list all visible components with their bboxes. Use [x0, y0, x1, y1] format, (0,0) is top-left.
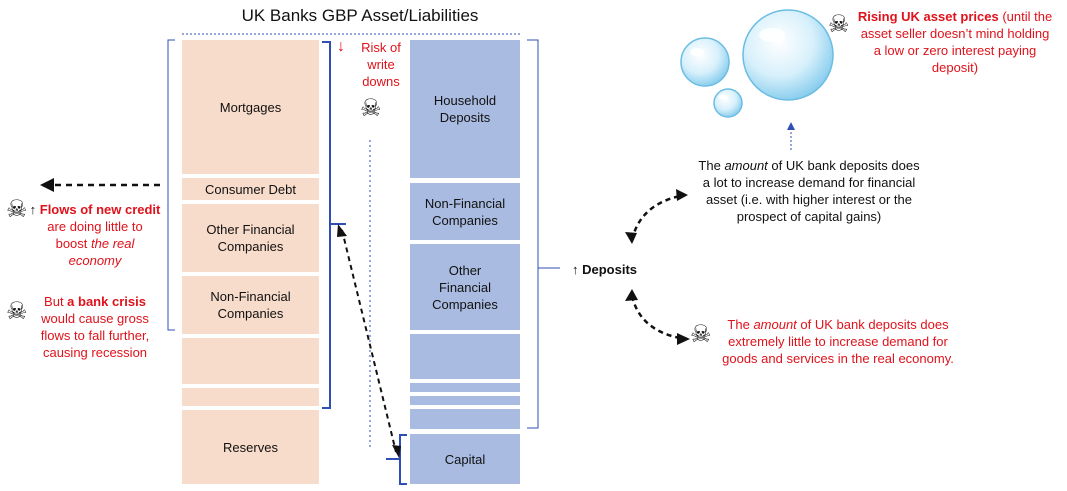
assets-bracket — [167, 39, 175, 331]
financial-asset-note: The amount of UK bank deposits does a lo… — [693, 157, 925, 225]
liability-non-financial: Non-Financial Companies — [410, 183, 520, 240]
skull-icon: ☠ — [6, 297, 28, 325]
asset-mortgages-label: Mortgages — [219, 99, 282, 115]
liability-other-financial-label: Other Financial Companies — [432, 262, 498, 312]
skull-icon: ☠ — [360, 94, 382, 122]
asset-non-financial: Non-Financial Companies — [182, 276, 319, 334]
crisis-note-a: But — [44, 294, 68, 309]
liability-household-label: Household Deposits — [433, 93, 497, 125]
top-note-4: deposit) — [931, 60, 979, 75]
bottom-note-2: extremely little to increase demand for — [728, 334, 948, 349]
asset-other-financial: Other Financial Companies — [182, 204, 319, 272]
mid-note-1b: of UK bank deposits does — [767, 158, 920, 173]
capital-link-arrow — [341, 229, 397, 453]
bottom-note-1a: The — [727, 317, 754, 332]
asset-consumer-debt-label: Consumer Debt — [204, 181, 297, 197]
lending-bracket — [322, 41, 331, 409]
flows-note-line-1: are doing little to — [47, 219, 143, 234]
mid-note-3: asset (i.e. with higher interest or the — [706, 192, 912, 207]
mid-note-2: a lot to increase demand for financial — [702, 175, 916, 190]
mid-note-4: prospect of capital gains) — [736, 209, 882, 224]
down-arrow-icon: ↓ — [337, 38, 345, 55]
liability-non-financial-label: Non-Financial Companies — [424, 195, 506, 228]
crisis-note-line-3: causing recession — [42, 345, 148, 360]
bottom-note-1b: of UK bank deposits does — [796, 317, 949, 332]
down-curve-arrow — [630, 295, 681, 340]
up-curve-arrow — [630, 194, 681, 241]
deposits-label: ↑ Deposits — [572, 262, 638, 277]
asset-consumer-debt: Consumer Debt — [182, 178, 319, 200]
skull-icon: ☠ — [6, 195, 28, 223]
flows-note-bold: Flows of new credit — [39, 202, 161, 217]
deposits-bracket — [527, 39, 539, 429]
bottom-note-3: goods and services in the real economy. — [722, 351, 954, 366]
real-economy-note: The amount of UK bank deposits does extr… — [714, 316, 962, 367]
liability-other-financial: Other Financial Companies — [410, 244, 520, 330]
up-arrow-icon: ↑ — [29, 202, 37, 217]
top-note-bold: Rising UK asset prices — [857, 9, 999, 24]
capital-bracket — [399, 434, 407, 485]
asset-non-financial-label: Non-Financial Companies — [210, 289, 291, 321]
crisis-note: But a bank crisis would cause gross flow… — [28, 293, 162, 361]
mid-note-1em: amount — [724, 158, 768, 173]
flows-note: ↑ Flows of new credit are doing little t… — [28, 201, 162, 269]
asset-reserves-label: Reserves — [223, 439, 278, 455]
asset-prices-note: Rising UK asset prices (until the asset … — [852, 8, 1058, 76]
asset-other-block-1 — [182, 338, 319, 384]
bottom-note-1em: amount — [753, 317, 797, 332]
liability-household-deposits: Household Deposits — [410, 40, 520, 178]
flows-note-line-3: economy — [68, 253, 122, 268]
liability-block-1 — [410, 334, 520, 379]
liability-block-3 — [410, 396, 520, 405]
top-note-rest: (until the — [998, 9, 1053, 24]
crisis-note-line-1: would cause gross — [41, 311, 149, 326]
asset-reserves: Reserves — [182, 410, 319, 484]
liability-block-2 — [410, 383, 520, 392]
top-note-2: asset seller doesn’t mind holding — [860, 26, 1050, 41]
asset-other-block-2 — [182, 388, 319, 406]
liability-block-4 — [410, 409, 520, 429]
flows-note-line-2b: the real — [91, 236, 135, 251]
crisis-note-line-2: flows to fall further, — [40, 328, 150, 343]
bubble-icon — [680, 9, 834, 118]
diagram-title: UK Banks GBP Asset/Liabilities — [241, 6, 479, 25]
asset-mortgages: Mortgages — [182, 40, 319, 174]
asset-other-financial-label: Other Financial Companies — [206, 222, 295, 254]
mid-note-1a: The — [698, 158, 725, 173]
skull-icon: ☠ — [828, 10, 850, 38]
liability-capital: Capital — [410, 434, 520, 484]
risk-write-downs-text: Risk of write downs — [361, 40, 401, 89]
crisis-note-bold: a bank crisis — [67, 294, 146, 309]
liability-capital-label: Capital — [444, 451, 486, 467]
flows-note-line-2a: boost — [55, 236, 92, 251]
top-note-3: a low or zero interest paying — [873, 43, 1037, 58]
skull-icon: ☠ — [690, 320, 712, 348]
